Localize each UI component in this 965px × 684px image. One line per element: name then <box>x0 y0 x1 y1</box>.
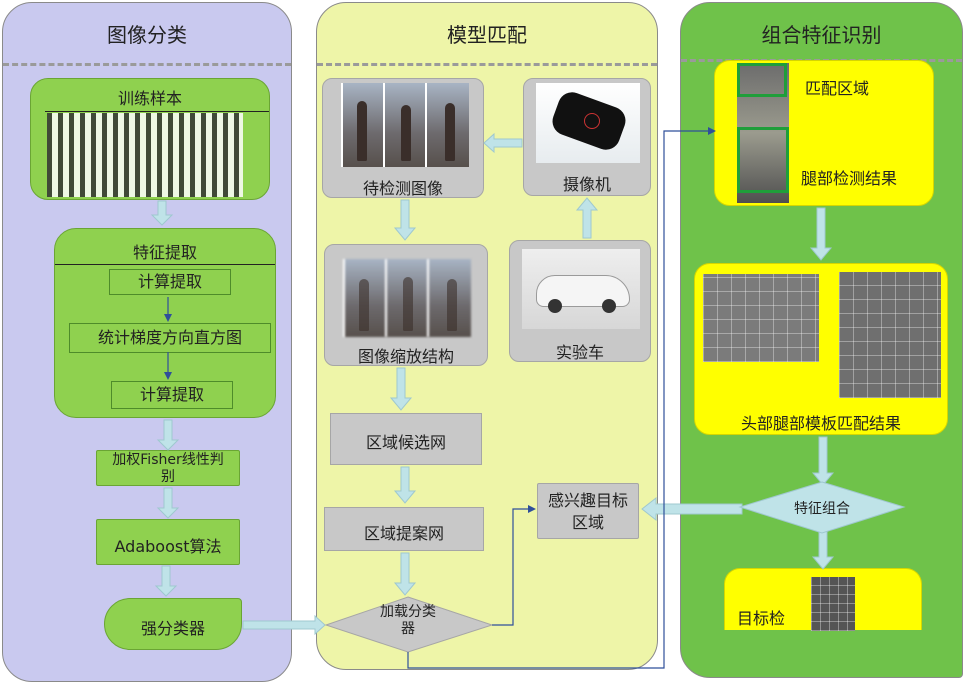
divider <box>317 63 657 66</box>
region-candidate-network-box: 区域候选网 <box>330 413 482 465</box>
camera-box: 摄像机 <box>523 78 651 196</box>
target-detection-label: 目标检 <box>737 609 786 628</box>
roi-label: 感兴趣目标区域 <box>547 491 628 532</box>
match-area-box: 匹配区域 腿部检测结果 <box>714 60 934 206</box>
region-proposal-network-box: 区域提案网 <box>324 507 484 551</box>
detect-image-box: 待检测图像 <box>322 78 484 198</box>
detect-image-label: 待检测图像 <box>362 179 443 198</box>
camera-label: 摄像机 <box>562 175 611 194</box>
feature-combine-label: 特征组合 <box>794 501 850 517</box>
pedestrian-image <box>737 63 789 203</box>
leg-area-highlight <box>737 127 789 193</box>
feature-combine-diamond <box>738 481 906 534</box>
strong-classifier-box: 强分类器 <box>104 598 242 650</box>
match-area-label: 匹配区域 <box>805 79 870 98</box>
training-samples-image <box>47 113 243 197</box>
feature-step-hog: 统计梯度方向直方图 <box>69 323 271 353</box>
image-scale-box: 图像缩放结构 <box>324 244 488 366</box>
feature-extraction-title: 特征提取 <box>132 243 197 262</box>
leg-template-image <box>839 272 941 398</box>
image-scale-label: 图像缩放结构 <box>357 347 454 366</box>
weighted-fisher-label: 加权Fisher线性判别 <box>112 452 224 485</box>
adaboost-label: Adaboost算法 <box>114 537 222 556</box>
training-samples-title: 训练样本 <box>117 89 182 108</box>
load-classifier-label: 加载分类器 <box>380 604 436 637</box>
target-detection-box: 目标检 <box>724 568 922 631</box>
title-underline <box>55 264 275 265</box>
region-candidate-network-label: 区域候选网 <box>365 433 446 452</box>
target-detection-image <box>811 577 855 631</box>
car-image <box>522 249 640 329</box>
camera-image <box>536 83 640 163</box>
template-match-box: 头部腿部模板匹配结果 <box>694 263 948 435</box>
divider <box>3 63 291 66</box>
leg-result-label: 腿部检测结果 <box>801 169 898 188</box>
feature-extraction-box: 特征提取 计算提取 统计梯度方向直方图 计算提取 <box>54 228 276 418</box>
training-samples-box: 训练样本 <box>30 78 270 200</box>
weighted-fisher-box: 加权Fisher线性判别 <box>96 450 240 486</box>
head-template-image <box>703 274 819 362</box>
strong-classifier-label: 强分类器 <box>140 619 205 638</box>
template-match-label: 头部腿部模板匹配结果 <box>740 414 901 433</box>
feature-step-compute-1: 计算提取 <box>109 269 231 295</box>
column-title: 图像分类 <box>107 23 187 47</box>
column-title: 模型匹配 <box>447 23 527 47</box>
test-car-box: 实验车 <box>509 240 651 362</box>
adaboost-box: Adaboost算法 <box>96 519 240 565</box>
roi-box: 感兴趣目标区域 <box>537 483 639 539</box>
title-underline <box>45 111 269 112</box>
scale-image-thumbnails <box>343 259 471 337</box>
column-title: 组合特征识别 <box>761 23 882 47</box>
detect-image-thumbnails <box>341 83 469 167</box>
feature-step-compute-2: 计算提取 <box>111 381 233 409</box>
region-proposal-network-label: 区域提案网 <box>363 524 444 543</box>
match-area-highlight <box>737 63 787 97</box>
test-car-label: 实验车 <box>555 343 604 362</box>
